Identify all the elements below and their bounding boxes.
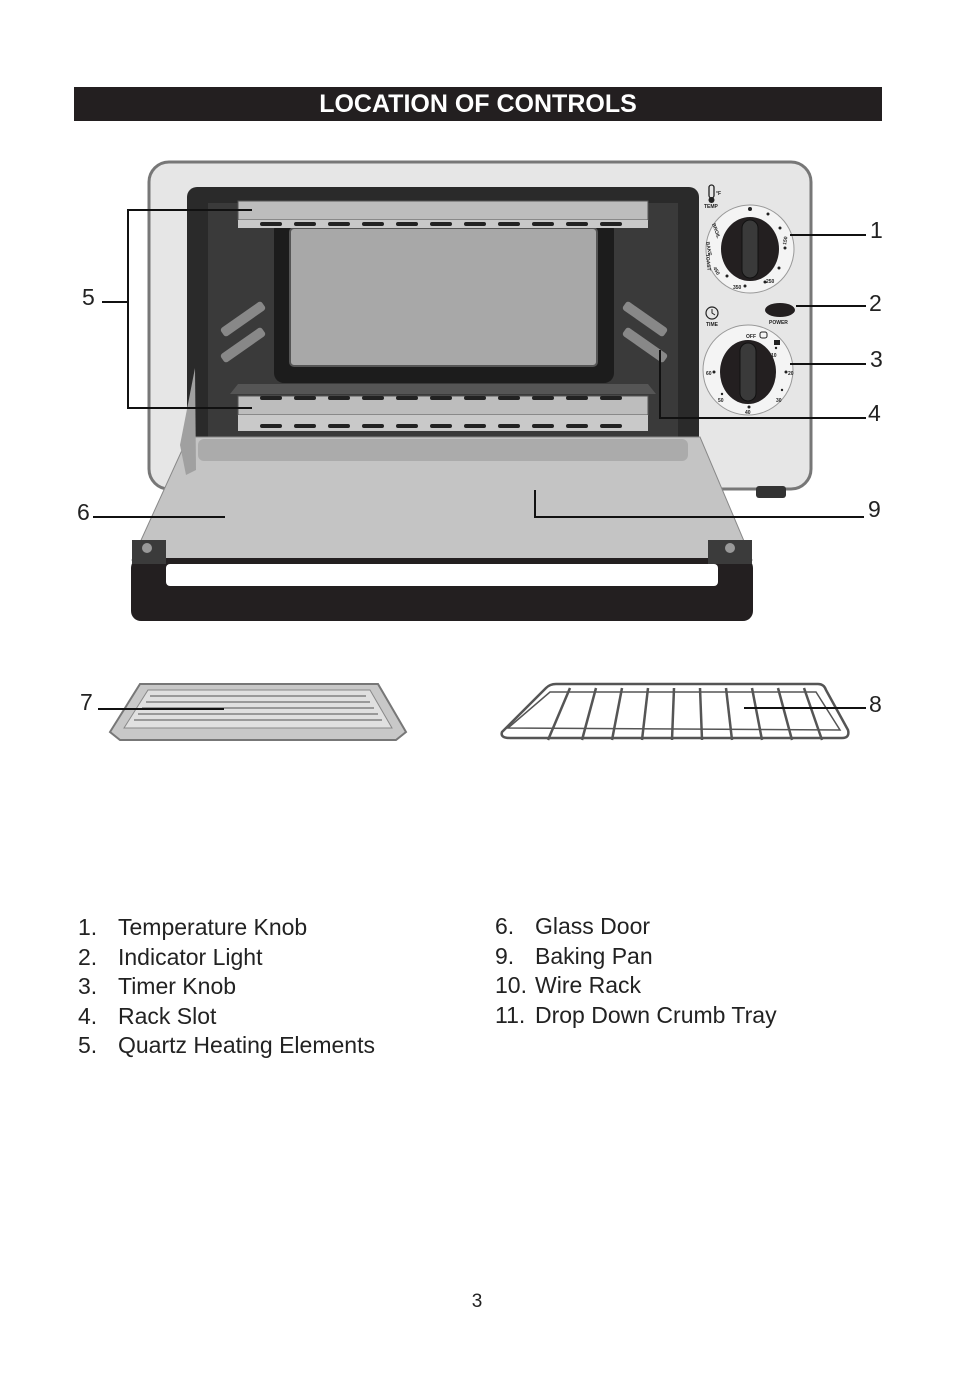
parts-list-right: 6.Glass Door 9.Baking Pan 10.Wire Rack 1… xyxy=(495,912,777,1030)
temp-mark-350: 350 xyxy=(733,285,742,291)
clock-icon xyxy=(705,306,719,320)
timer-mark-60: 60 xyxy=(706,371,712,377)
timer-mark-50: 50 xyxy=(718,398,724,404)
timer-mark-30: 30 xyxy=(776,398,782,404)
time-label: TIME xyxy=(706,322,719,328)
callout-7: 7 xyxy=(80,689,93,715)
callout-2: 2 xyxy=(869,290,882,316)
oven-back-window xyxy=(289,227,598,367)
temp-mark-250: 250 xyxy=(766,279,775,285)
temp-mark-broil: BROIL xyxy=(710,223,721,240)
baking-pan xyxy=(108,683,408,741)
callout-3: 3 xyxy=(870,346,883,372)
timer-mark-20: 20 xyxy=(788,371,794,377)
temp-mark-450: 450 xyxy=(711,266,720,276)
list-item: 9.Baking Pan xyxy=(495,942,653,969)
callout-8: 8 xyxy=(869,691,882,717)
timer-mark-10: 10 xyxy=(771,353,777,359)
callout-4: 4 xyxy=(868,400,881,426)
list-item: 10.Wire Rack xyxy=(495,972,642,998)
temp-mark-150: 150 xyxy=(782,236,789,245)
parts-list-left: 1.Temperature Knob 2.Indicator Light 3.T… xyxy=(78,913,375,1061)
list-item: 2.Indicator Light xyxy=(78,943,263,970)
timer-mark-off: OFF xyxy=(746,334,756,340)
power-label: POWER xyxy=(769,320,788,326)
callout-9: 9 xyxy=(868,496,881,522)
control-panel: °F TEMP BROIL BAKE TOAST 450 350 250 150… xyxy=(702,184,795,416)
oven-diagram: °F TEMP BROIL BAKE TOAST 450 350 250 150… xyxy=(77,160,883,741)
list-item: 6.Glass Door xyxy=(495,913,651,939)
section-title: LOCATION OF CONTROLS xyxy=(74,87,882,121)
callout-1: 1 xyxy=(870,217,883,243)
list-item: 4.Rack Slot xyxy=(78,1002,217,1029)
temp-unit-label: °F xyxy=(716,191,721,197)
callout-6: 6 xyxy=(77,499,90,525)
leader-lines xyxy=(93,209,866,710)
oven-foot-right xyxy=(756,486,786,498)
glass-door xyxy=(131,368,753,621)
upper-heating-element xyxy=(237,200,649,228)
timer-mark-40: 40 xyxy=(745,410,751,416)
lower-heating-element xyxy=(230,384,656,431)
wire-rack xyxy=(500,682,850,741)
toast-icon xyxy=(759,331,780,345)
list-item: 1.Temperature Knob xyxy=(78,914,308,940)
temp-label: TEMP xyxy=(704,204,719,210)
list-item: 5.Quartz Heating Elements xyxy=(78,1032,375,1058)
power-indicator-light xyxy=(765,303,795,317)
list-item: 3.Timer Knob xyxy=(78,973,237,999)
thermometer-icon xyxy=(708,184,715,203)
temp-mark-toast: TOAST xyxy=(704,254,711,271)
callout-5: 5 xyxy=(82,284,95,310)
list-item: 11.Drop Down Crumb Tray xyxy=(495,1001,777,1028)
page-number: 3 xyxy=(471,1291,483,1312)
rack-slot-right xyxy=(622,301,668,363)
rack-slot-left xyxy=(220,301,266,363)
temp-mark-bake: BAKE xyxy=(704,241,712,257)
